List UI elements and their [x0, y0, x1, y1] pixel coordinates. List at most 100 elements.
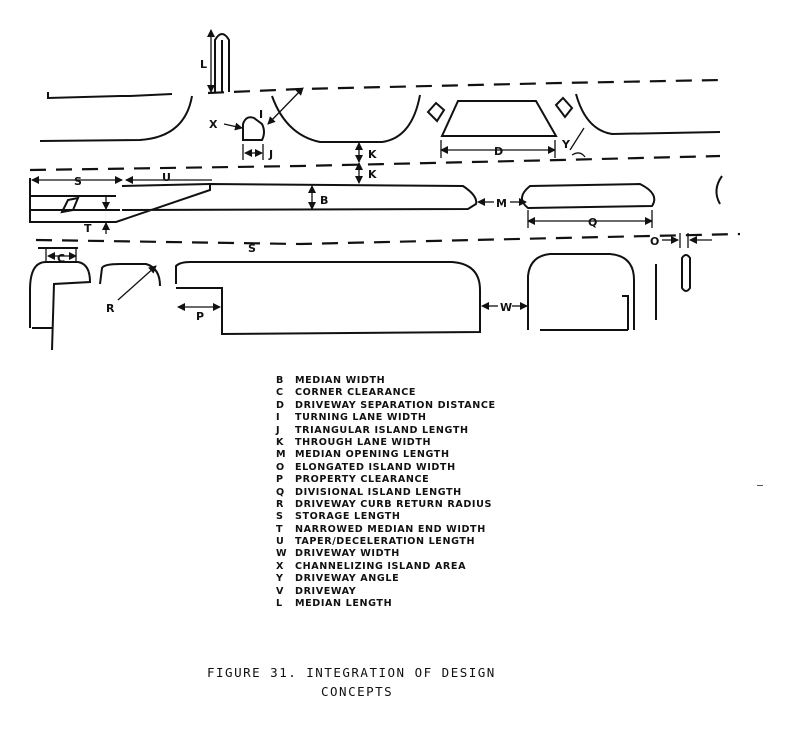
margin-mark — [757, 485, 763, 486]
legend-row: J TRIANGULAR ISLAND LENGTH — [276, 425, 606, 437]
caption-line-1: FIGURE 31. INTEGRATION OF DESIGN — [207, 665, 496, 680]
legend-text: PROPERTY CLEARANCE — [295, 474, 430, 486]
legend-row: K THROUGH LANE WIDTH — [276, 437, 606, 449]
center-lane-line — [29, 154, 721, 172]
legend-key: P — [276, 474, 284, 486]
divisional-island-top: D Y — [426, 96, 586, 158]
legend-text: ELONGATED ISLAND WIDTH — [295, 461, 456, 473]
legend-key: J — [276, 424, 281, 436]
lower-lane-line — [35, 232, 741, 246]
legend-row: S STORAGE LENGTH — [276, 511, 606, 523]
label-I: I — [259, 108, 263, 121]
legend-row: T NARROWED MEDIAN END WIDTH — [276, 524, 606, 536]
legend-text: DRIVEWAY WIDTH — [295, 548, 400, 560]
legend: B MEDIAN WIDTH C CORNER CLEARANCE D DRIVEWAY … — [276, 375, 606, 610]
label-Q: Q — [588, 216, 597, 229]
through-lane-width-dimension: K K — [355, 142, 377, 184]
narrowed-median-end-dimension: T — [84, 196, 110, 235]
caption-line-2: CONCEPTS — [321, 684, 394, 699]
legend-row: O ELONGATED ISLAND WIDTH — [276, 462, 606, 474]
legend-key: W — [276, 548, 288, 560]
legend-text: STORAGE LENGTH — [295, 511, 401, 523]
legend-text: CHANNELIZING ISLAND AREA — [295, 560, 467, 572]
legend-row: B MEDIAN WIDTH — [276, 375, 606, 387]
legend-key: M — [276, 449, 287, 461]
legend-key: C — [276, 387, 284, 399]
label-L: L — [200, 58, 207, 71]
legend-key: D — [276, 399, 285, 411]
turning-lane-width-dimension: I — [259, 87, 304, 125]
median-length-dimension: L — [200, 29, 215, 93]
legend-row: Y DRIVEWAY ANGLE — [276, 573, 606, 585]
legend-text: DIVISIONAL ISLAND LENGTH — [295, 486, 462, 498]
curb-return-radius-dimension: R — [106, 265, 157, 315]
legend-key: K — [276, 436, 285, 448]
median-width-dimension: B — [308, 185, 328, 210]
label-R: R — [106, 302, 115, 315]
legend-text: THROUGH LANE WIDTH — [295, 436, 432, 448]
legend-text: MEDIAN OPENING LENGTH — [295, 449, 450, 461]
legend-row: I TURNING LANE WIDTH — [276, 412, 606, 424]
label-W: W — [500, 301, 512, 314]
legend-text: MEDIAN LENGTH — [295, 598, 393, 610]
legend-key: B — [276, 375, 284, 386]
label-D: D — [494, 145, 503, 158]
legend-text: DRIVEWAY — [295, 585, 357, 597]
storage-taper-dimension: S U — [31, 171, 212, 188]
legend-key: L — [276, 598, 283, 610]
legend-text: DRIVEWAY SEPARATION DISTANCE — [295, 399, 496, 411]
legend-key: S — [276, 511, 284, 523]
median-opening-dimension: M — [477, 197, 527, 210]
legend-key: R — [276, 498, 284, 510]
legend-row: P PROPERTY CLEARANCE — [276, 474, 606, 486]
corner-clearance-dimension: C — [45, 248, 77, 265]
legend-text: TAPER/DECELERATION LENGTH — [295, 536, 476, 548]
legend-text: MEDIAN WIDTH — [295, 375, 386, 386]
label-T: T — [84, 222, 92, 235]
legend-row: C CORNER CLEARANCE — [276, 387, 606, 399]
driveway-width-dimension: W — [481, 301, 528, 314]
legend-row: R DRIVEWAY CURB RETURN RADIUS — [276, 499, 606, 511]
legend-text: TRIANGULAR ISLAND LENGTH — [295, 424, 469, 436]
legend-text: DRIVEWAY CURB RETURN RADIUS — [295, 498, 492, 510]
legend-text: DRIVEWAY ANGLE — [295, 573, 400, 585]
legend-row: M MEDIAN OPENING LENGTH — [276, 449, 606, 461]
label-K-upper: K — [368, 148, 377, 161]
legend-key: T — [276, 523, 284, 535]
figure-caption: FIGURE 31. INTEGRATION OF DESIGN CONCEPT… — [207, 665, 567, 703]
legend-key: I — [276, 412, 281, 424]
legend-row: W DRIVEWAY WIDTH — [276, 548, 606, 560]
channelizing-island: X J — [209, 116, 273, 161]
legend-text: NARROWED MEDIAN END WIDTH — [295, 523, 486, 535]
legend-row: L MEDIAN LENGTH — [276, 598, 606, 610]
legend-key: Y — [276, 573, 284, 585]
label-B: B — [320, 194, 328, 207]
legend-key: V — [276, 585, 285, 597]
label-C: C — [57, 252, 65, 265]
legend-key: O — [276, 461, 285, 473]
property-clearance-dimension: P — [177, 303, 221, 323]
legend-key: U — [276, 536, 285, 548]
label-Y: Y — [561, 138, 571, 151]
legend-text: TURNING LANE WIDTH — [295, 412, 427, 424]
label-U: U — [162, 171, 171, 184]
label-S-main: S — [248, 242, 256, 255]
median — [29, 175, 723, 223]
legend-text: CORNER CLEARANCE — [295, 387, 417, 399]
elongated-island: O — [650, 233, 712, 292]
divisional-island-length-dimension: Q — [527, 210, 653, 229]
legend-row: Q DIVISIONAL ISLAND LENGTH — [276, 487, 606, 499]
bottom-curb-line — [29, 247, 657, 351]
legend-row: V DRIVEWAY — [276, 586, 606, 598]
label-S-left: S — [74, 175, 82, 188]
label-M: M — [496, 197, 507, 210]
top-curb-line — [39, 33, 721, 143]
legend-key: Q — [276, 486, 285, 498]
label-O: O — [650, 235, 659, 248]
label-X: X — [209, 118, 218, 131]
label-K-lower: K — [368, 168, 377, 181]
legend-row: U TAPER/DECELERATION LENGTH — [276, 536, 606, 548]
legend-row: D DRIVEWAY SEPARATION DISTANCE — [276, 400, 606, 412]
